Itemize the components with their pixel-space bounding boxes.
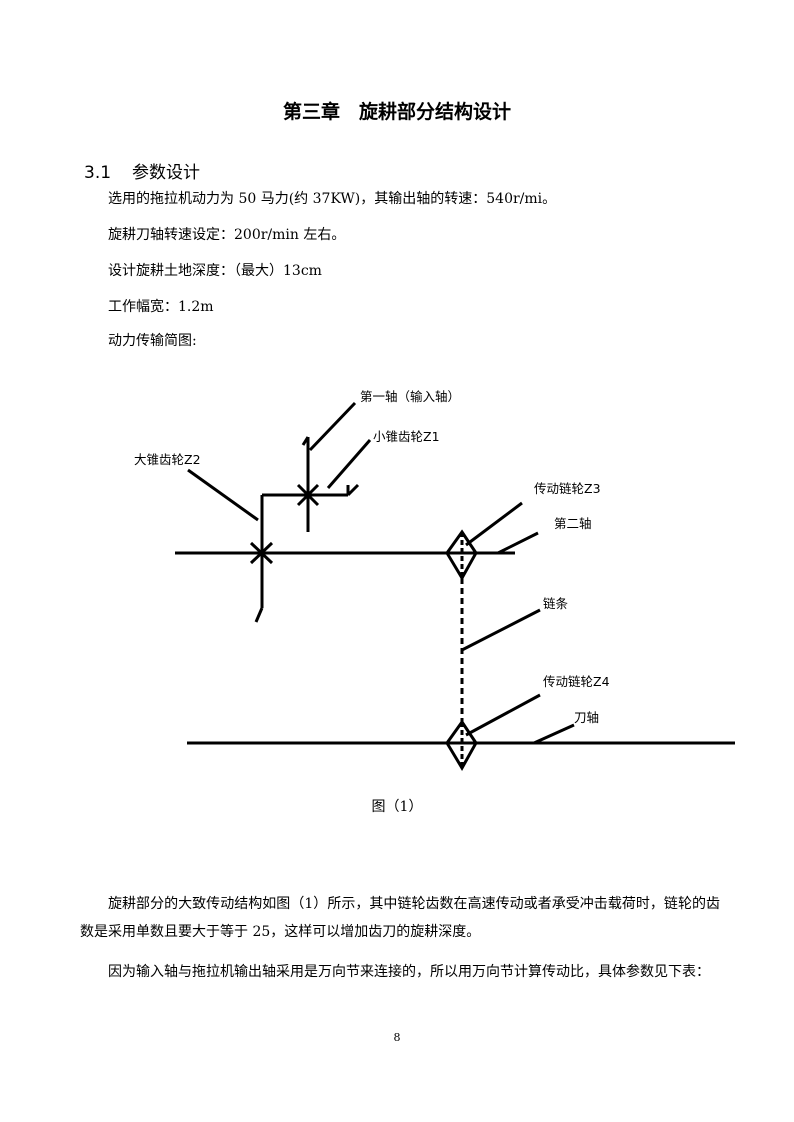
label-first-shaft: 第一轴（输入轴） — [360, 389, 460, 404]
leader-first-shaft — [308, 401, 357, 452]
section-title: 参数设计 — [132, 163, 200, 183]
param-tillage-depth: 设计旋耕土地深度：（最大）13cm — [108, 263, 322, 279]
label-large-bevel-gear: 大锥齿轮Z2 — [134, 452, 201, 467]
leader-sprocket-z3 — [465, 501, 523, 547]
section-number: 3.1 — [84, 163, 112, 183]
label-cutter-shaft: 刀轴 — [574, 710, 599, 725]
label-second-shaft: 第二轴 — [554, 516, 592, 531]
label-chain: 链条 — [543, 596, 569, 611]
leader-cutter-shaft — [533, 723, 575, 745]
paragraph-transmission-structure: 旋耕部分的大致传动结构如图（1）所示，其中链轮齿数在高速传动或者承受冲击载荷时，… — [80, 896, 720, 940]
label-small-bevel-gear: 小锥齿轮Z1 — [373, 429, 440, 444]
leader-small-bevel-gear — [326, 439, 372, 489]
paragraph-universal-joint: 因为输入轴与拖拉机输出轴采用是万向节来连接的，所以用万向节计算传动比，具体参数见… — [108, 964, 710, 980]
large-bevel-gear-symbol — [249, 493, 348, 623]
param-diagram-intro: 动力传输简图: — [108, 333, 197, 349]
label-drive-sprocket-z4: 传动链轮Z4 — [543, 674, 610, 689]
leader-chain — [461, 608, 541, 652]
section-heading: 3.1 参数设计 — [84, 158, 200, 183]
chapter-title: 第三章 旋耕部分结构设计 — [282, 101, 511, 123]
param-tractor-power: 选用的拖拉机动力为 50 马力(约 37KW)，其输出轴的转速：540r/mi。 — [108, 191, 557, 207]
label-drive-sprocket-z3: 传动链轮Z3 — [534, 481, 601, 496]
param-working-width: 工作幅宽：1.2m — [108, 299, 214, 315]
leader-large-bevel-gear — [187, 468, 259, 522]
power-transmission-diagram: 第一轴（输入轴） 小锥齿轮Z1 大锥齿轮Z2 传动链轮Z3 第二轴 链条 传动链… — [134, 389, 735, 771]
page-number: 8 — [393, 1031, 401, 1044]
leader-sprocket-z4 — [465, 693, 541, 737]
sprocket-z4-symbol — [445, 719, 478, 771]
param-cutter-speed: 旋耕刀轴转速设定：200r/min 左右。 — [108, 227, 346, 243]
figure-caption: 图（1） — [371, 799, 423, 815]
small-bevel-gear-symbol — [296, 436, 360, 507]
leader-second-shaft — [497, 531, 539, 555]
